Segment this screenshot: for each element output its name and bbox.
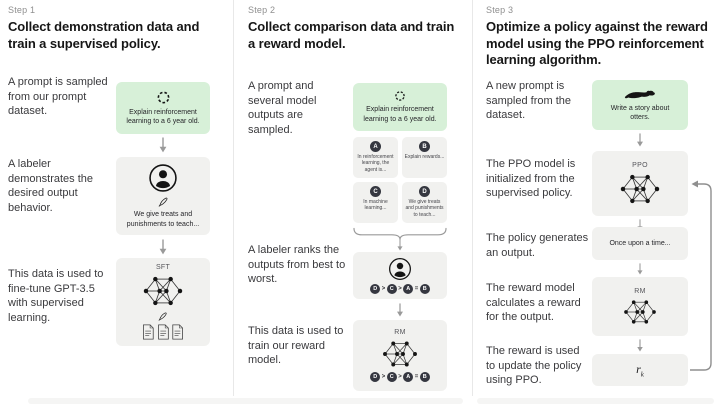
step1-row2-text: A labeler demonstrates the desired outpu… xyxy=(8,158,93,214)
rank-separator: > xyxy=(381,286,386,292)
step1-row3-text: This data is used to fine-tune GPT-3.5 w… xyxy=(8,268,104,324)
output-snippet: Explain rewards... xyxy=(404,154,445,160)
step3-output-box: Once upon a time... xyxy=(592,227,688,260)
rank-letter: B xyxy=(419,372,430,382)
model-output-card-b: B Explain rewards... xyxy=(402,137,447,178)
step3-heading: Optimize a policy against the reward mod… xyxy=(486,19,708,68)
rank-letter: D xyxy=(370,284,381,294)
rank-separator: > xyxy=(398,374,402,380)
step1-prompt-caption: Explain reinforcement learning to a 6 ye… xyxy=(126,108,200,125)
rank-letter: D xyxy=(370,372,381,382)
output-snippet: We give treats and punishments to teach.… xyxy=(405,199,444,218)
down-arrow-icon xyxy=(635,339,645,352)
model-output-card-a: A In reinforcement learning, the agent i… xyxy=(353,137,398,178)
documents-icon xyxy=(141,324,185,340)
output-letter-badge: D xyxy=(419,186,430,197)
step3-row3-text: The policy generates an output. xyxy=(486,232,589,259)
rank-letter: A xyxy=(403,372,414,382)
step2-row3-text: This data is used to train our reward mo… xyxy=(248,325,344,367)
sampling-icon xyxy=(394,90,406,102)
step2-prompt-caption: Explain reinforcement learning to a 6 ye… xyxy=(363,106,437,123)
down-arrow-icon xyxy=(395,303,405,317)
neural-network-icon xyxy=(380,339,420,369)
step3-reward-box: rk xyxy=(592,354,688,386)
reward-symbol: rk xyxy=(636,361,644,379)
step2-rm-box: RM D > C > A = B xyxy=(353,320,447,391)
feedback-loop-arrow xyxy=(690,180,712,371)
rank-letter: A xyxy=(403,284,414,294)
ranking-row: D > C > A = B xyxy=(370,372,430,382)
otter-icon xyxy=(623,88,657,101)
output-snippet: In machine learning... xyxy=(363,199,388,212)
step1-row1-text: A prompt is sampled from our prompt data… xyxy=(8,76,108,118)
ranking-row: D > C > A = B xyxy=(370,284,430,294)
down-arrow-icon xyxy=(635,133,645,147)
step1-labeler-box: We give treats and punishments to teach.… xyxy=(116,157,210,235)
output-letter-badge: A xyxy=(370,141,381,152)
sampling-icon xyxy=(156,90,171,105)
next-section-edge-left xyxy=(28,398,463,404)
step1-labeler-caption: We give treats and punishments to teach.… xyxy=(126,211,200,228)
step3-label: Step 3 xyxy=(486,5,514,15)
step1-sft-box: SFT xyxy=(116,258,210,346)
step3-ppo-box: PPO xyxy=(592,151,688,216)
step2-row1-text: A prompt and several model outputs are s… xyxy=(248,80,317,136)
labeler-icon xyxy=(148,163,178,193)
next-section-edge-right xyxy=(477,398,714,404)
ppo-model-label: PPO xyxy=(632,161,648,169)
rank-separator: > xyxy=(398,286,402,292)
step3-prompt-box: Write a story about otters. xyxy=(592,80,688,130)
rank-letter: C xyxy=(386,284,397,294)
step2-ranking-box: D > C > A = B xyxy=(353,252,447,299)
step2-label: Step 2 xyxy=(248,5,276,15)
rm-model-label: RM xyxy=(394,329,406,336)
labeler-icon xyxy=(388,257,412,281)
rank-letter: C xyxy=(386,372,397,382)
quill-icon xyxy=(158,311,168,321)
step1-label: Step 1 xyxy=(8,5,36,15)
model-output-card-c: C In machine learning... xyxy=(353,182,398,223)
quill-icon xyxy=(158,196,169,207)
down-arrow-icon xyxy=(158,239,168,255)
rank-letter: B xyxy=(419,284,430,294)
rank-separator: > xyxy=(381,374,386,380)
step3-prompt-caption: Write a story about otters. xyxy=(610,104,670,121)
down-arrow-icon xyxy=(158,137,168,153)
step3-row5-text: The reward is used to update the policy … xyxy=(486,345,582,387)
neural-network-icon xyxy=(141,274,185,308)
step1-heading: Collect demonstration data and train a s… xyxy=(8,19,200,51)
step3-rm-box: RM xyxy=(592,277,688,336)
output-snippet: In reinforcement learning, the agent is.… xyxy=(357,154,394,173)
output-letter-badge: B xyxy=(419,141,430,152)
rm-model-label: RM xyxy=(634,287,646,295)
neural-network-icon xyxy=(620,298,660,326)
step2-row2-text: A labeler ranks the outputs from best to… xyxy=(248,244,346,286)
down-arrow-icon xyxy=(395,239,405,251)
rank-separator: = xyxy=(414,286,419,292)
step2-prompt-box: Explain reinforcement learning to a 6 ye… xyxy=(353,83,447,131)
step2-heading: Collect comparison data and train a rewa… xyxy=(248,19,455,51)
down-arrow-icon xyxy=(635,263,645,275)
column-divider-2 xyxy=(472,0,473,396)
step3-row2-text: The PPO model is initialized from the su… xyxy=(486,158,576,200)
model-output-card-d: D We give treats and punishments to teac… xyxy=(402,182,447,223)
output-letter-badge: C xyxy=(370,186,381,197)
step3-row4-text: The reward model calculates a reward for… xyxy=(486,282,581,324)
step3-row1-text: A new prompt is sampled from the dataset… xyxy=(486,80,571,122)
policy-output-caption: Once upon a time... xyxy=(609,239,671,247)
sft-model-label: SFT xyxy=(155,264,171,271)
neural-network-icon xyxy=(618,172,662,206)
step1-prompt-box: Explain reinforcement learning to a 6 ye… xyxy=(116,82,210,134)
column-divider-1 xyxy=(233,0,234,396)
rank-separator: = xyxy=(414,374,419,380)
